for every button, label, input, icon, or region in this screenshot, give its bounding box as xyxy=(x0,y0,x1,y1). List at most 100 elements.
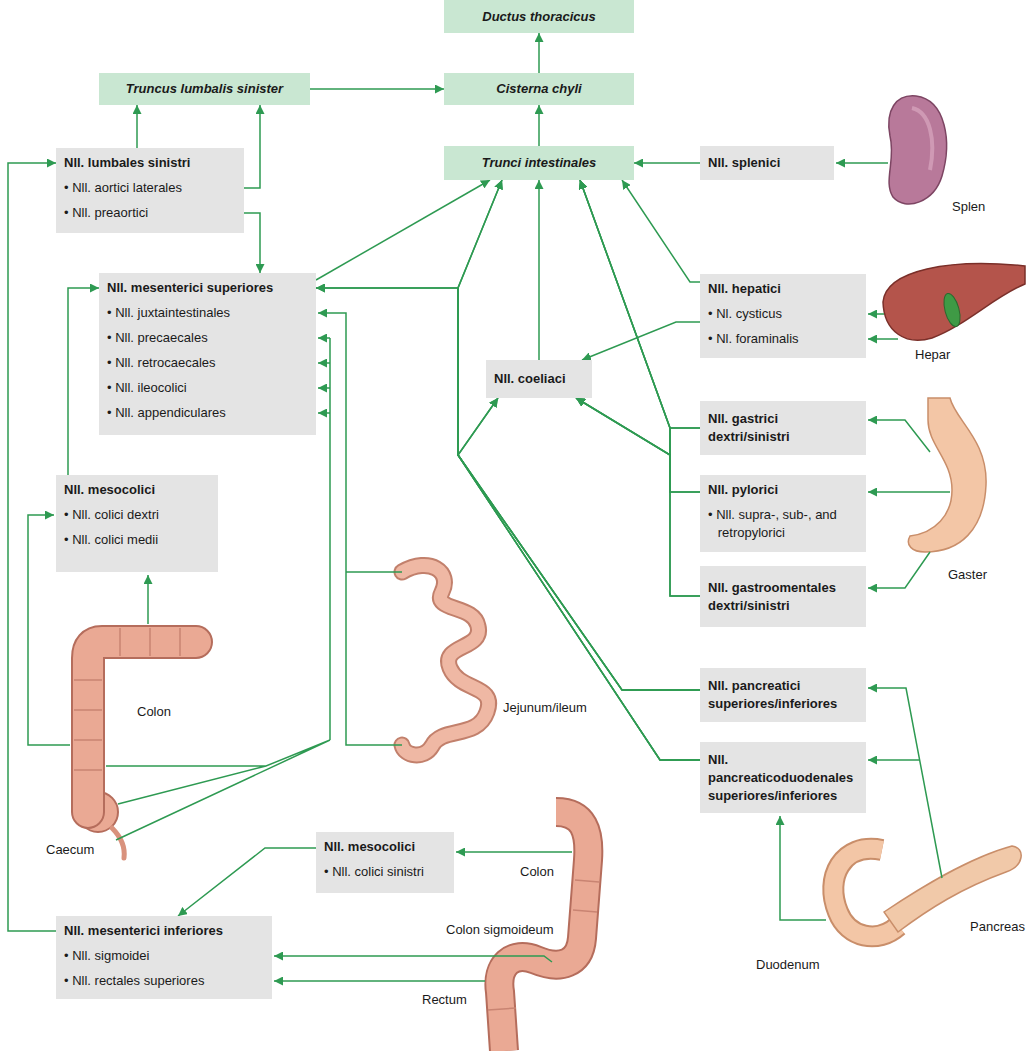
drainage-arrow xyxy=(456,851,572,853)
node-heading: Nll. lumbales sinistri xyxy=(64,154,236,172)
drainage-arrow xyxy=(780,816,826,920)
drainage-arrow xyxy=(836,162,888,164)
lymph-flow-arrow xyxy=(622,180,700,282)
node-heading: Nll. coeliaci xyxy=(494,370,584,388)
node-heading: Nll. gastroomentales dextri/sinistri xyxy=(708,579,858,615)
node-list-item: • Nll. colici medii xyxy=(64,531,210,549)
node-heading: Cisterna chyli xyxy=(452,80,626,98)
node-heading: Nll. pancreaticoduodenales superiores/in… xyxy=(708,751,858,805)
lymph-flow-arrow xyxy=(244,105,260,188)
lymph-flow-arrow xyxy=(458,180,700,760)
lymph-node-box: Nll. pancreaticoduodenales superiores/in… xyxy=(700,742,866,813)
node-list-item: • Nll. colici sinistri xyxy=(324,863,446,881)
duodenum-outline xyxy=(833,849,898,936)
node-heading: Nll. splenici xyxy=(708,154,826,172)
node-heading: Nll. gastrici dextri/sinistri xyxy=(708,410,858,446)
jejunum-drawing xyxy=(402,565,489,754)
lymph-flow-arrow xyxy=(458,180,700,690)
lymph-node-box: Nll. mesenterici superiores• Nll. juxtai… xyxy=(99,273,316,435)
drainage-arrow xyxy=(274,956,552,962)
drainage-arrow xyxy=(318,387,330,389)
colon-outline xyxy=(88,642,196,812)
organ-label: Colon sigmoideum xyxy=(446,922,554,938)
duodenum-drawing xyxy=(833,849,898,936)
node-list-item: • Nll. aortici laterales xyxy=(64,179,236,197)
lymph-node-box: Nll. gastroomentales dextri/sinistri xyxy=(700,566,866,627)
liver-drawing xyxy=(883,264,1025,341)
lymph-flow-arrow xyxy=(8,163,56,931)
node-list-item: • Nll. sigmoidei xyxy=(64,947,264,965)
drainage-arrow xyxy=(274,980,485,982)
lymph-node-box: Nll. lumbales sinistri • Nll. aortici lat… xyxy=(56,148,244,233)
node-list-item: • Nll. rectales superiores xyxy=(64,972,264,990)
node-list-item: • Nll. colici dextri xyxy=(64,506,210,524)
lymph-flow-arrow xyxy=(580,180,700,596)
drainage-arrow xyxy=(868,420,930,452)
lymph-trunk-box: Trunci intestinales xyxy=(444,146,634,180)
spleen-drawing xyxy=(889,96,947,204)
spleen-highlight xyxy=(912,108,932,170)
organ-label: Duodenum xyxy=(756,957,820,973)
drainage-arrow xyxy=(868,552,930,588)
lymph-node-box: Nll. mesenterici inferiores • Nll. sigmoi… xyxy=(56,916,272,999)
node-heading: Nll. mesocolici xyxy=(324,838,446,856)
drainage-arrow xyxy=(318,412,330,414)
organ-label: Rectum xyxy=(422,992,467,1008)
node-heading: Nll. mesenterici inferiores xyxy=(64,922,264,940)
lymph-node-box: Nll. mesocolici • Nll. colici dextri • Nll… xyxy=(56,475,218,572)
organ-label: Colon xyxy=(137,704,171,720)
lymph-flow-arrow xyxy=(458,398,700,690)
drainage-arrow xyxy=(868,338,898,340)
sigmoid-haustra xyxy=(488,880,599,1010)
lymph-flow-arrow xyxy=(310,88,444,90)
lymph-flow-arrow xyxy=(316,288,700,690)
drainage-arrow xyxy=(868,688,942,878)
drainage-arrow xyxy=(318,337,330,339)
node-list-item: • Nll. supra-, sub-, and retropylorici xyxy=(708,506,858,542)
lymph-flow-arrow xyxy=(634,162,700,164)
drainage-arrow xyxy=(318,362,330,364)
lymph-trunk-box: Truncus lumbalis sinister xyxy=(99,73,310,105)
drainage-arrow xyxy=(318,313,402,745)
lymph-flow-arrow xyxy=(582,322,700,360)
lymph-node-box: Nll. pancreatici superiores/inferiores xyxy=(700,668,866,722)
lymph-flow-arrow xyxy=(538,33,540,73)
node-list-item: • Nl. foraminalis xyxy=(708,330,858,348)
colon-haustra xyxy=(74,628,180,770)
lymph-flow-arrow xyxy=(316,180,490,280)
node-list-item: • Nll. ileocolici xyxy=(107,379,308,397)
lymph-node-box: Nll. splenici xyxy=(700,146,834,180)
lymph-flow-arrow xyxy=(576,398,700,492)
organ-label: Caecum xyxy=(46,842,94,858)
node-heading: Trunci intestinales xyxy=(452,154,626,172)
node-list-item: • Nl. cysticus xyxy=(708,305,858,323)
lymph-flow-arrow xyxy=(316,288,700,760)
jejunum-outline xyxy=(402,565,489,754)
lymph-flow-arrow xyxy=(576,398,700,596)
lymph-flow-arrow xyxy=(458,398,700,760)
lymph-flow-arrow xyxy=(136,105,138,148)
organ-label: Hepar xyxy=(915,347,950,363)
organ-label: Splen xyxy=(952,199,985,215)
gallbladder-drawing xyxy=(941,292,963,328)
lymph-node-box: Nll. coeliaci xyxy=(486,360,592,398)
organ-label: Gaster xyxy=(948,567,987,583)
drainage-arrow xyxy=(868,313,884,315)
lymph-flow-arrow xyxy=(580,180,700,492)
node-list-item: • Nll. preaortici xyxy=(64,204,236,222)
node-heading: Nll. pancreatici superiores/inferiores xyxy=(708,677,858,713)
drainage-line xyxy=(346,571,402,573)
node-heading: Nll. mesenterici superiores xyxy=(107,279,308,297)
lymph-flow-arrow xyxy=(244,213,260,273)
organ-label: Colon xyxy=(520,864,554,880)
stomach-drawing xyxy=(908,398,986,552)
node-list-item: • Nll. precaecales xyxy=(107,329,308,347)
organ-label: Pancreas xyxy=(970,919,1025,935)
lymph-flow-arrow xyxy=(576,398,700,455)
appendix-drawing xyxy=(112,828,124,858)
node-heading: Truncus lumbalis sinister xyxy=(107,80,302,98)
node-heading: Nll. mesocolici xyxy=(64,481,210,499)
drainage-arrow xyxy=(868,759,920,761)
lymph-node-box: Nll. pylorici• Nll. supra-, sub-, and re… xyxy=(700,475,866,552)
lymph-node-box: Nll. mesocolici • Nll. colici sinistri xyxy=(316,832,454,893)
